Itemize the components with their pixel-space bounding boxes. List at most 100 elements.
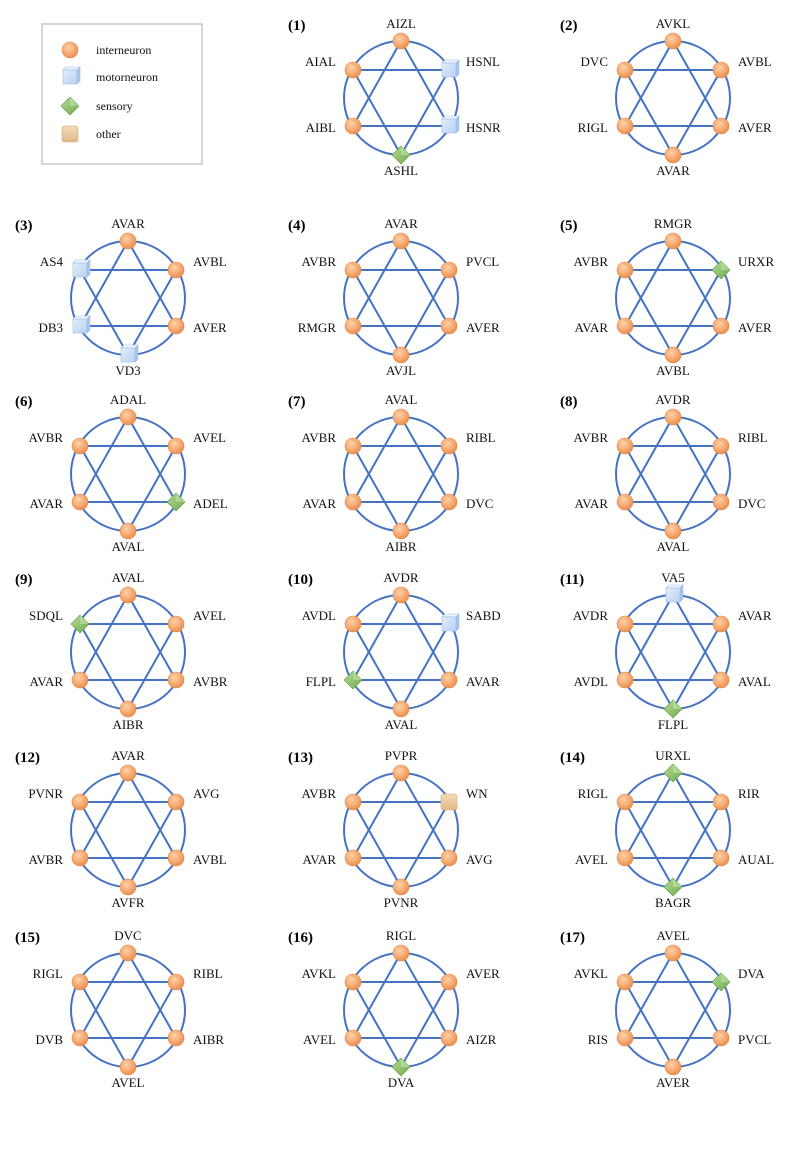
interneuron-node <box>392 522 410 540</box>
interneuron-icon <box>61 41 79 59</box>
motorneuron-node <box>72 259 91 278</box>
other-node <box>440 793 458 811</box>
node-label: AS4 <box>40 254 64 269</box>
interneuron-node <box>344 615 362 633</box>
node-label: AVAR <box>303 852 337 867</box>
sensory-node <box>663 699 683 719</box>
motorneuron-icon <box>62 66 81 85</box>
node-label: AVEL <box>193 608 226 623</box>
node-label: AVEL <box>657 928 690 943</box>
node-label: HSNR <box>466 120 501 135</box>
interneuron-node <box>440 261 458 279</box>
node-label: DVC <box>114 928 141 943</box>
node-label: PVNR <box>28 786 63 801</box>
triangle-edges <box>351 38 451 127</box>
node-label: ASHL <box>384 163 418 178</box>
node-label: AVBR <box>302 786 337 801</box>
node-label: AVG <box>193 786 220 801</box>
node-label: AVJL <box>386 363 416 378</box>
interneuron-node <box>167 973 185 991</box>
interneuron-node <box>167 437 185 455</box>
interneuron-node <box>616 671 634 689</box>
node-label: AVBR <box>29 430 64 445</box>
interneuron-node <box>392 764 410 782</box>
node-label: ADEL <box>193 496 228 511</box>
motorneuron-node <box>441 115 460 134</box>
panel-number: (11) <box>560 572 584 588</box>
node-label: DVA <box>738 966 765 981</box>
panel-number: (9) <box>15 572 33 588</box>
node-label: DVB <box>36 1032 64 1047</box>
node-label: AIBR <box>112 717 143 732</box>
sensory-node <box>70 614 90 634</box>
node-label: AVDR <box>383 570 418 585</box>
ring-edge <box>615 772 731 888</box>
interneuron-node <box>167 261 185 279</box>
node-label: AVBR <box>302 254 337 269</box>
interneuron-node <box>440 437 458 455</box>
node-label: PVCL <box>466 254 499 269</box>
node-label: AVAL <box>112 539 145 554</box>
node-label: AVER <box>466 320 500 335</box>
panel-number: (8) <box>560 394 578 410</box>
panel-number: (10) <box>288 572 313 588</box>
interneuron-node <box>119 878 137 896</box>
interneuron-node <box>392 586 410 604</box>
panel-number: (16) <box>288 930 313 946</box>
triangle-edges <box>351 981 451 1070</box>
triangle-edges <box>78 801 178 890</box>
sensory-node <box>391 1057 411 1077</box>
node-label: RMGR <box>298 320 337 335</box>
interneuron-node <box>664 346 682 364</box>
ring-edge <box>615 594 731 710</box>
interneuron-node <box>616 615 634 633</box>
panel-number: (5) <box>560 218 578 234</box>
node-label: BAGR <box>655 895 691 910</box>
node-label: AUAL <box>738 852 774 867</box>
legend-label: other <box>96 127 121 141</box>
panel-number: (6) <box>15 394 33 410</box>
node-label: AVDR <box>573 608 608 623</box>
node-label: AVAR <box>466 674 500 689</box>
ring-edge <box>615 240 731 356</box>
node-label: AVBR <box>302 430 337 445</box>
interneuron-node <box>664 146 682 164</box>
triangle-edges <box>78 623 178 712</box>
ring-edge <box>343 772 459 888</box>
sensory-node <box>663 877 683 897</box>
sensory-node <box>391 145 411 165</box>
interneuron-node <box>712 849 730 867</box>
node-label: FLPL <box>658 717 688 732</box>
node-label: ADAL <box>110 392 146 407</box>
interneuron-node <box>440 973 458 991</box>
interneuron-node <box>440 1029 458 1047</box>
interneuron-node <box>119 700 137 718</box>
interneuron-node <box>344 849 362 867</box>
motorneuron-node <box>72 315 91 334</box>
panel-number: (7) <box>288 394 306 410</box>
node-label: AVBR <box>193 674 228 689</box>
interneuron-node <box>71 849 89 867</box>
interneuron-node <box>392 878 410 896</box>
other-icon <box>61 125 79 143</box>
node-label: AVBL <box>656 363 690 378</box>
node-label: AVBR <box>574 430 609 445</box>
interneuron-node <box>616 973 634 991</box>
interneuron-node <box>344 261 362 279</box>
ring-edge <box>343 240 459 356</box>
sensory-node <box>166 492 186 512</box>
node-label: DVC <box>466 496 493 511</box>
triangle-edges <box>351 445 451 534</box>
node-label: AVKL <box>302 966 336 981</box>
node-label: AIZL <box>386 16 416 31</box>
node-label: RMGR <box>654 216 693 231</box>
interneuron-node <box>392 32 410 50</box>
legend-item-interneuron: interneuron <box>61 41 151 59</box>
interneuron-node <box>71 793 89 811</box>
node-label: RIBL <box>738 430 768 445</box>
node-label: VD3 <box>115 363 140 378</box>
